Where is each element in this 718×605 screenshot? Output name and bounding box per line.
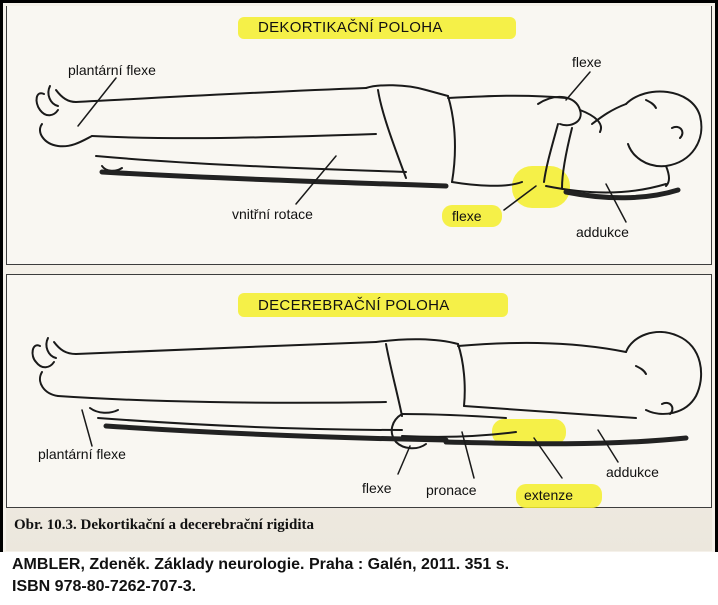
- label-plantar-flexion-top: plantární flexe: [68, 62, 156, 78]
- leader-lines-bottom: [82, 410, 618, 478]
- label-flexion-bottom: flexe: [362, 480, 392, 496]
- label-flexion-elbow-top: flexe: [452, 208, 482, 224]
- label-adduction-bottom: addukce: [606, 464, 659, 480]
- decorticate-figure: [37, 85, 702, 198]
- label-flexion-arm-top: flexe: [572, 54, 602, 70]
- label-adduction-top: addukce: [576, 224, 629, 240]
- figure-caption: Obr. 10.3. Dekortikační a decerebrační r…: [14, 517, 314, 534]
- citation-block: AMBLER, Zdeněk. Základy neurologie. Prah…: [0, 552, 718, 605]
- label-plantar-flexion-bottom: plantární flexe: [38, 446, 126, 462]
- label-extension: extenze: [524, 487, 573, 503]
- citation-line-2: ISBN 978-80-7262-707-3.: [12, 578, 196, 596]
- leader-lines-top: [78, 72, 626, 222]
- label-internal-rotation: vnitřní rotace: [232, 206, 313, 222]
- decerebrate-figure: [33, 332, 702, 448]
- book-photo: DEKORTIKAČNÍ POLOHA DECEREBRAČNÍ POLOHA: [6, 6, 712, 551]
- label-pronation: pronace: [426, 482, 477, 498]
- citation-line-1: AMBLER, Zdeněk. Základy neurologie. Prah…: [12, 556, 509, 574]
